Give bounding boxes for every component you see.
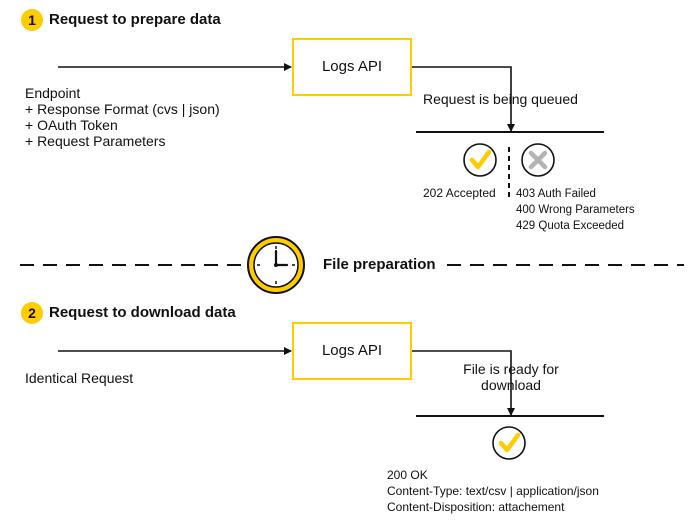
ready-line: download bbox=[481, 377, 541, 393]
input-line: + Request Parameters bbox=[25, 133, 166, 149]
error-item: 429 Quota Exceeded bbox=[516, 220, 625, 232]
ready-label: File is ready for download bbox=[436, 361, 586, 393]
response-line: Content-Type: text/csv | application/jso… bbox=[387, 484, 599, 498]
error-item: 400 Wrong Parameters bbox=[516, 204, 635, 216]
response-details: 200 OK Content-Type: text/csv | applicat… bbox=[387, 467, 599, 515]
accepted-label: 202 Accepted bbox=[423, 186, 496, 200]
input-line: + Response Format (cvs | json) bbox=[25, 101, 220, 117]
input-line: Endpoint bbox=[25, 85, 81, 101]
logs-api-box-2: Logs API bbox=[292, 322, 412, 380]
cross-circle-icon bbox=[521, 143, 555, 177]
error-list: 403 Auth Failed 400 Wrong Parameters 429… bbox=[516, 186, 635, 234]
identical-request-label: Identical Request bbox=[25, 370, 134, 386]
queue-arrow-1 bbox=[411, 66, 515, 132]
step-1-title: Request to prepare data bbox=[49, 11, 221, 28]
logs-api-box-1: Logs API bbox=[292, 38, 412, 96]
input-line: + OAuth Token bbox=[25, 117, 118, 133]
checkmark-circle-icon bbox=[463, 143, 497, 177]
step-2-title: Request to download data bbox=[49, 304, 236, 321]
ready-line: File is ready for bbox=[463, 361, 559, 377]
error-item: 403 Auth Failed bbox=[516, 188, 596, 200]
response-line: Content-Disposition: attachement bbox=[387, 500, 565, 514]
step-1-badge: 1 bbox=[21, 9, 43, 31]
request-inputs: Endpoint + Response Format (cvs | json) … bbox=[25, 85, 220, 149]
queue-label: Request is being queued bbox=[423, 91, 578, 107]
file-preparation-label: File preparation bbox=[323, 256, 436, 273]
step-2-badge: 2 bbox=[21, 302, 43, 324]
clock-icon bbox=[247, 236, 305, 294]
ready-arrow-2 bbox=[411, 350, 515, 416]
checkmark-circle-icon bbox=[492, 426, 526, 460]
response-line: 200 OK bbox=[387, 468, 428, 482]
